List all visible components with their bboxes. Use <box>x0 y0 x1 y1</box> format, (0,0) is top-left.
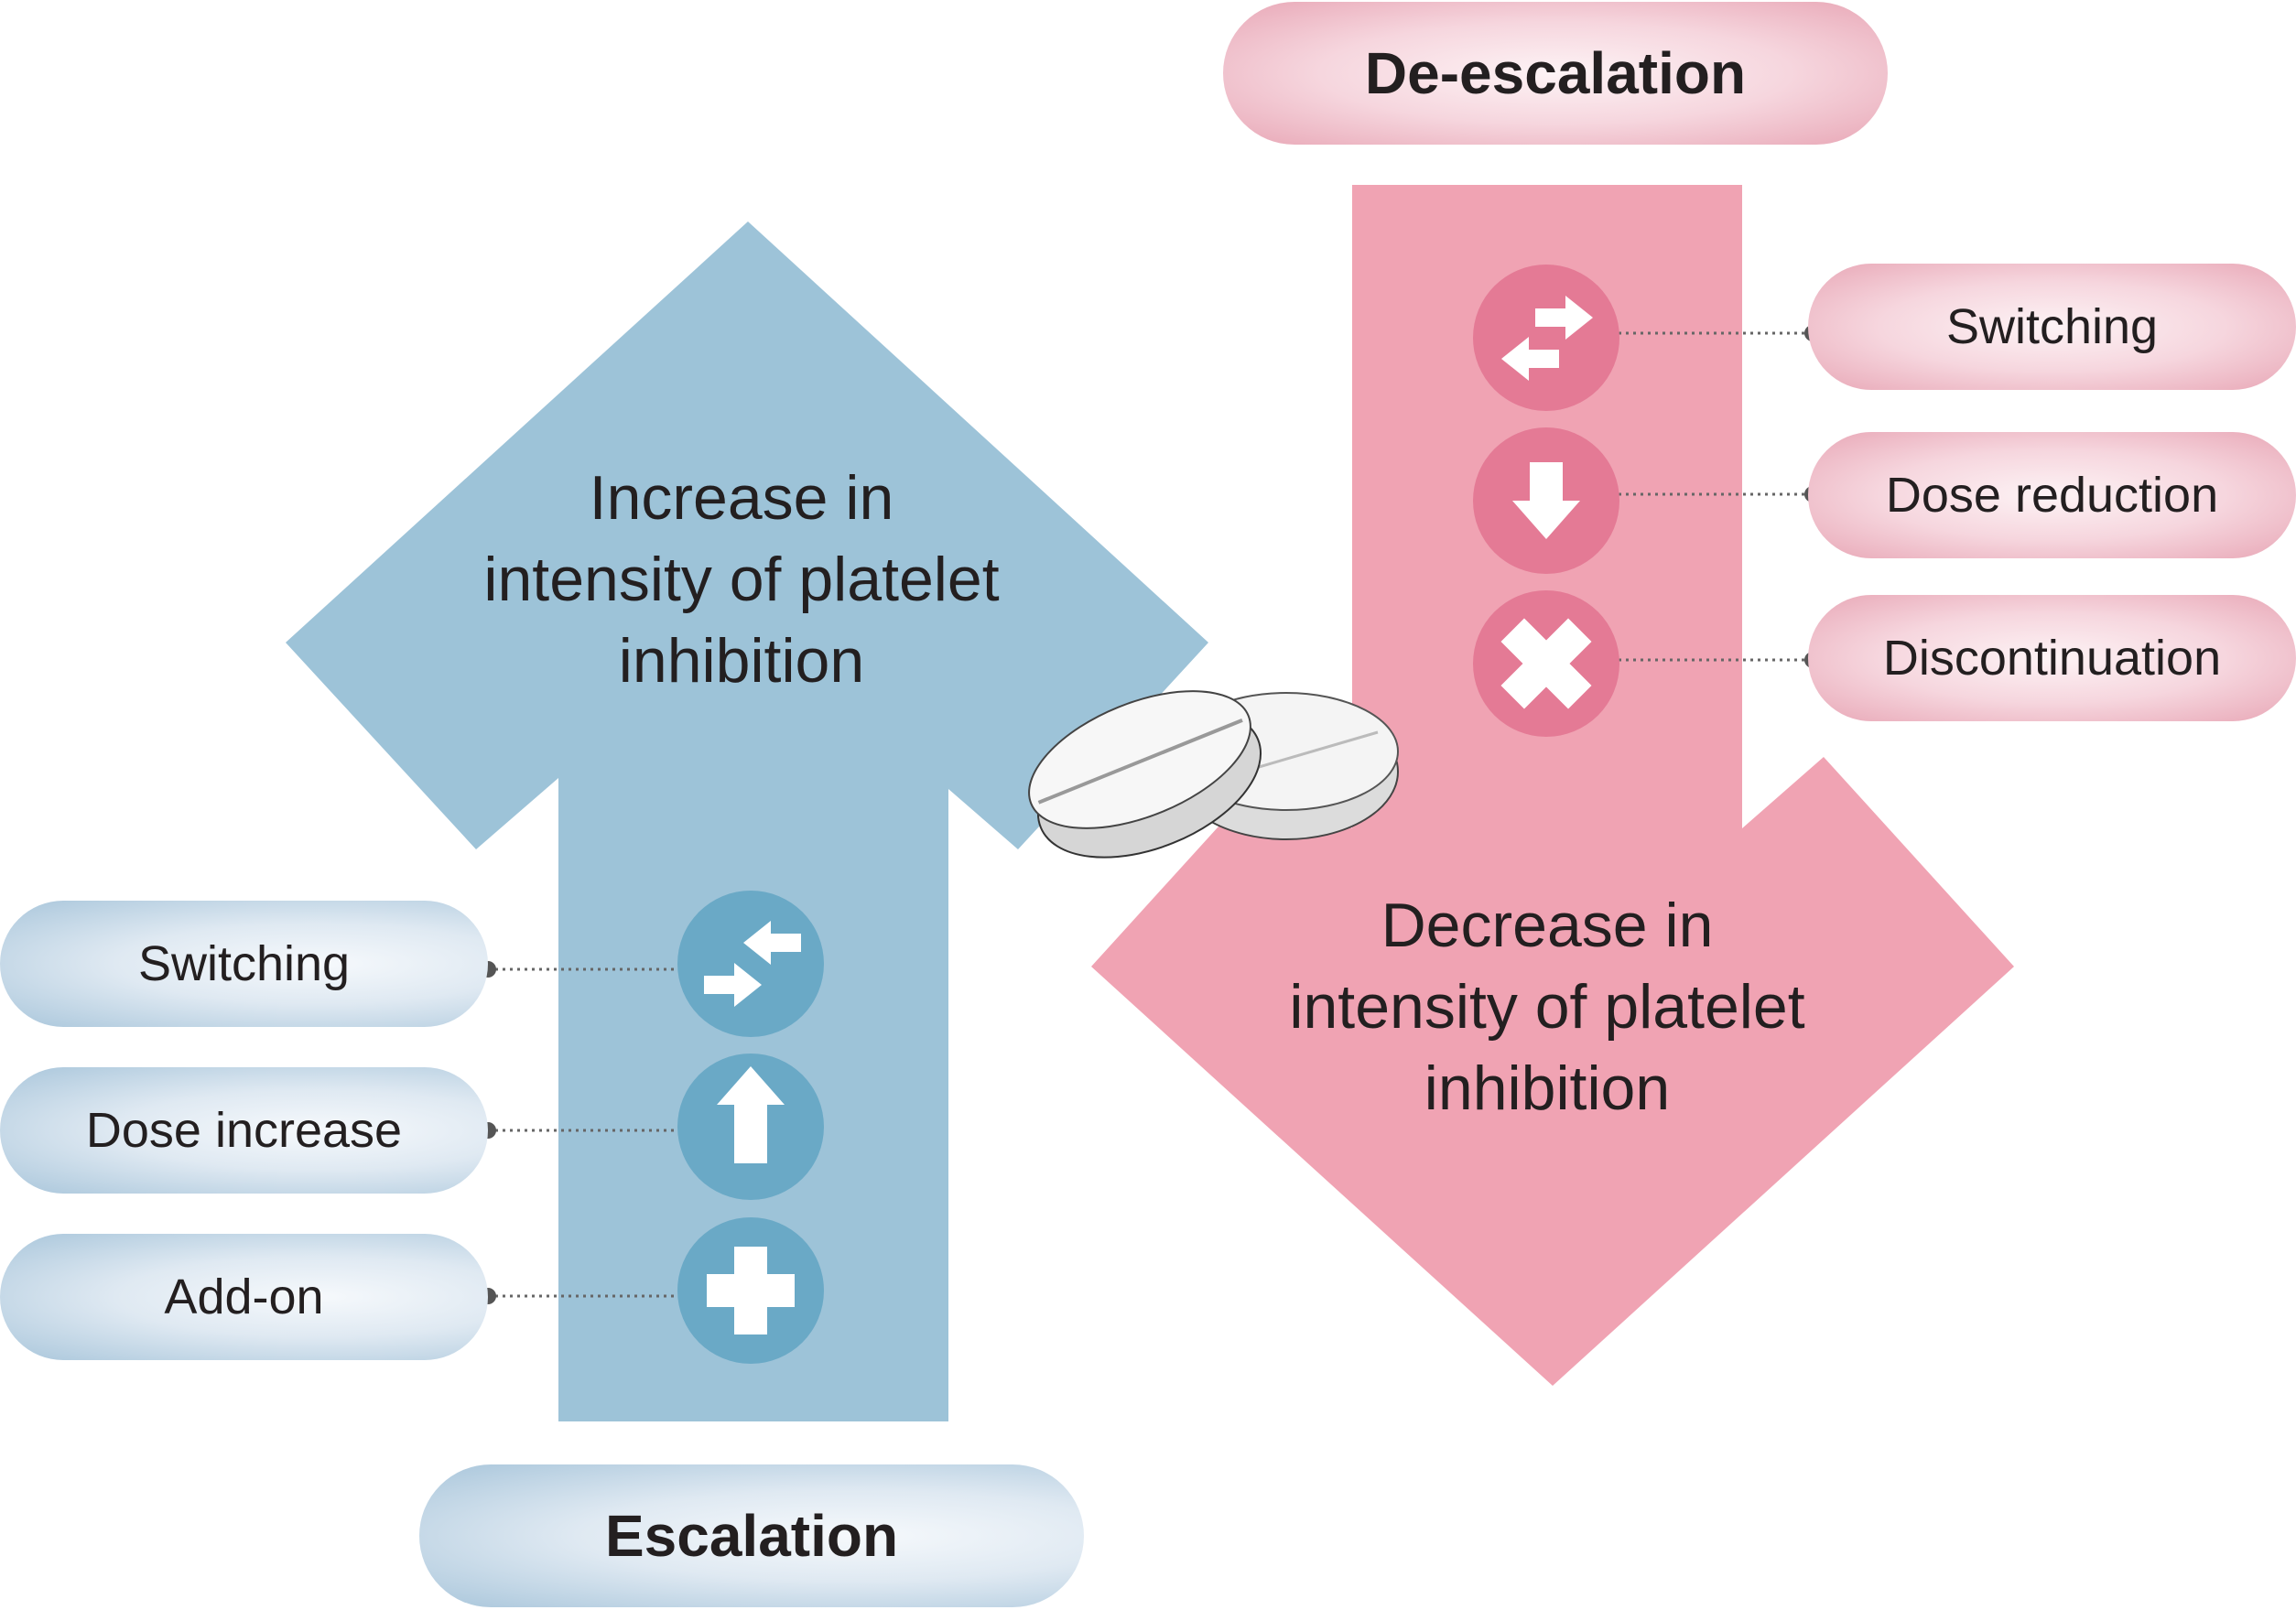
deescalation-title: De-escalation <box>1223 2 1888 145</box>
escalation-connectors <box>488 967 677 1298</box>
deescalation-arrow-text-line-2: intensity of platelet <box>1289 972 1805 1042</box>
deescalation-arrow <box>1091 185 2014 1386</box>
escalation-option-switching: Switching <box>0 901 488 1027</box>
deescalation-arrow-text: Decrease in intensity of platelet inhibi… <box>1208 885 1886 1129</box>
escalation-switching-icon <box>677 891 824 1037</box>
escalation-plus-icon <box>677 1217 824 1364</box>
deescalation-option-switching: Switching <box>1808 264 2296 390</box>
escalation-arrow-text: Increase in intensity of platelet inhibi… <box>403 458 1080 702</box>
deescalation-switching-icon <box>1473 265 1619 411</box>
escalation-arrow <box>286 222 1208 1421</box>
tablet-pills-illustration <box>1028 690 1399 859</box>
escalation-arrow-text-line-3: inhibition <box>618 626 865 696</box>
escalation-option-add-on: Add-on <box>0 1234 488 1360</box>
escalation-arrow-text-line-2: intensity of platelet <box>483 545 1000 614</box>
deescalation-arrow-down-icon <box>1473 427 1619 574</box>
escalation-title: Escalation <box>419 1464 1084 1607</box>
escalation-option-dose-increase: Dose increase <box>0 1067 488 1194</box>
deescalation-arrow-text-line-3: inhibition <box>1424 1054 1671 1123</box>
deescalation-connectors <box>1619 331 1813 662</box>
deescalation-x-mark-icon <box>1473 590 1619 737</box>
escalation-arrow-text-line-1: Increase in <box>589 463 894 533</box>
escalation-arrow-up-icon <box>677 1054 824 1200</box>
deescalation-option-dose-reduction: Dose reduction <box>1808 432 2296 558</box>
deescalation-arrow-text-line-1: Decrease in <box>1381 891 1714 960</box>
deescalation-option-discontinuation: Discontinuation <box>1808 595 2296 721</box>
